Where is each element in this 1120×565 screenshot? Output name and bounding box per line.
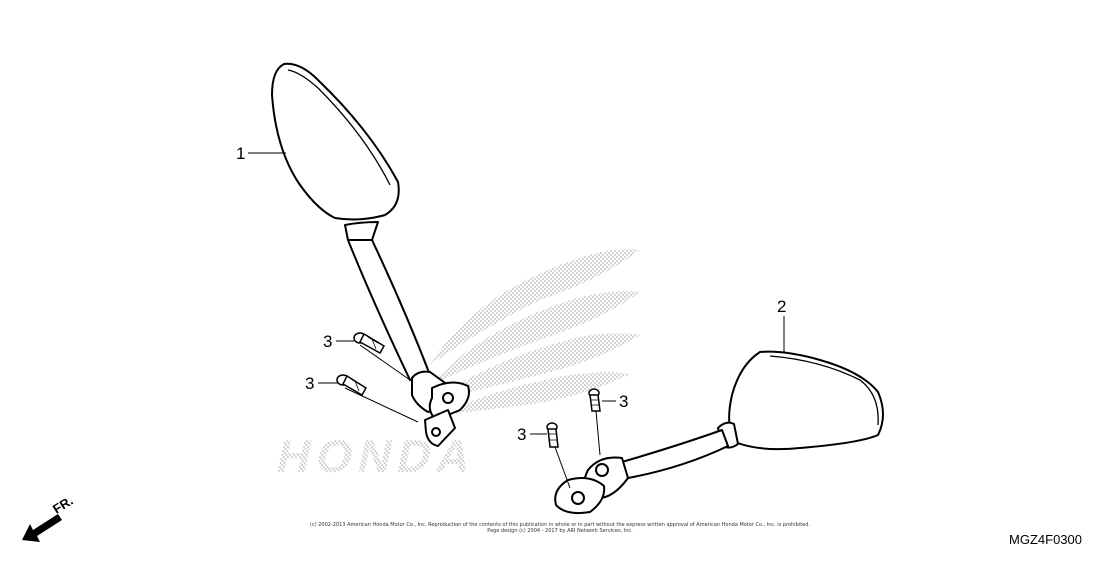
callout-3-b: 3 [305, 374, 315, 393]
callout-2: 2 [777, 297, 787, 316]
diagram-code: MGZ4F0300 [1009, 532, 1082, 547]
bolt-c [546, 422, 559, 448]
callout-1: 1 [236, 144, 246, 163]
bolt-b [336, 374, 368, 397]
leader-lines [248, 152, 785, 489]
honda-watermark-text: HONDA [273, 430, 483, 481]
front-direction-arrow-icon [22, 514, 62, 542]
right-mirror [554, 350, 884, 515]
copyright-notice: (c) 2002-2013 American Honda Motor Co., … [300, 522, 820, 534]
callout-3-a: 3 [323, 332, 333, 351]
copyright-line-1: (c) 2002-2013 American Honda Motor Co., … [310, 522, 810, 528]
left-mirror [271, 62, 470, 447]
callout-3-c: 3 [517, 425, 527, 444]
bolt-a [353, 332, 386, 355]
honda-wing-watermark [430, 249, 640, 415]
callout-3-d: 3 [619, 392, 629, 411]
copyright-line-2: Page design (c) 2004 - 2017 by ARI Netwo… [487, 528, 633, 534]
bolt-d [588, 388, 601, 412]
